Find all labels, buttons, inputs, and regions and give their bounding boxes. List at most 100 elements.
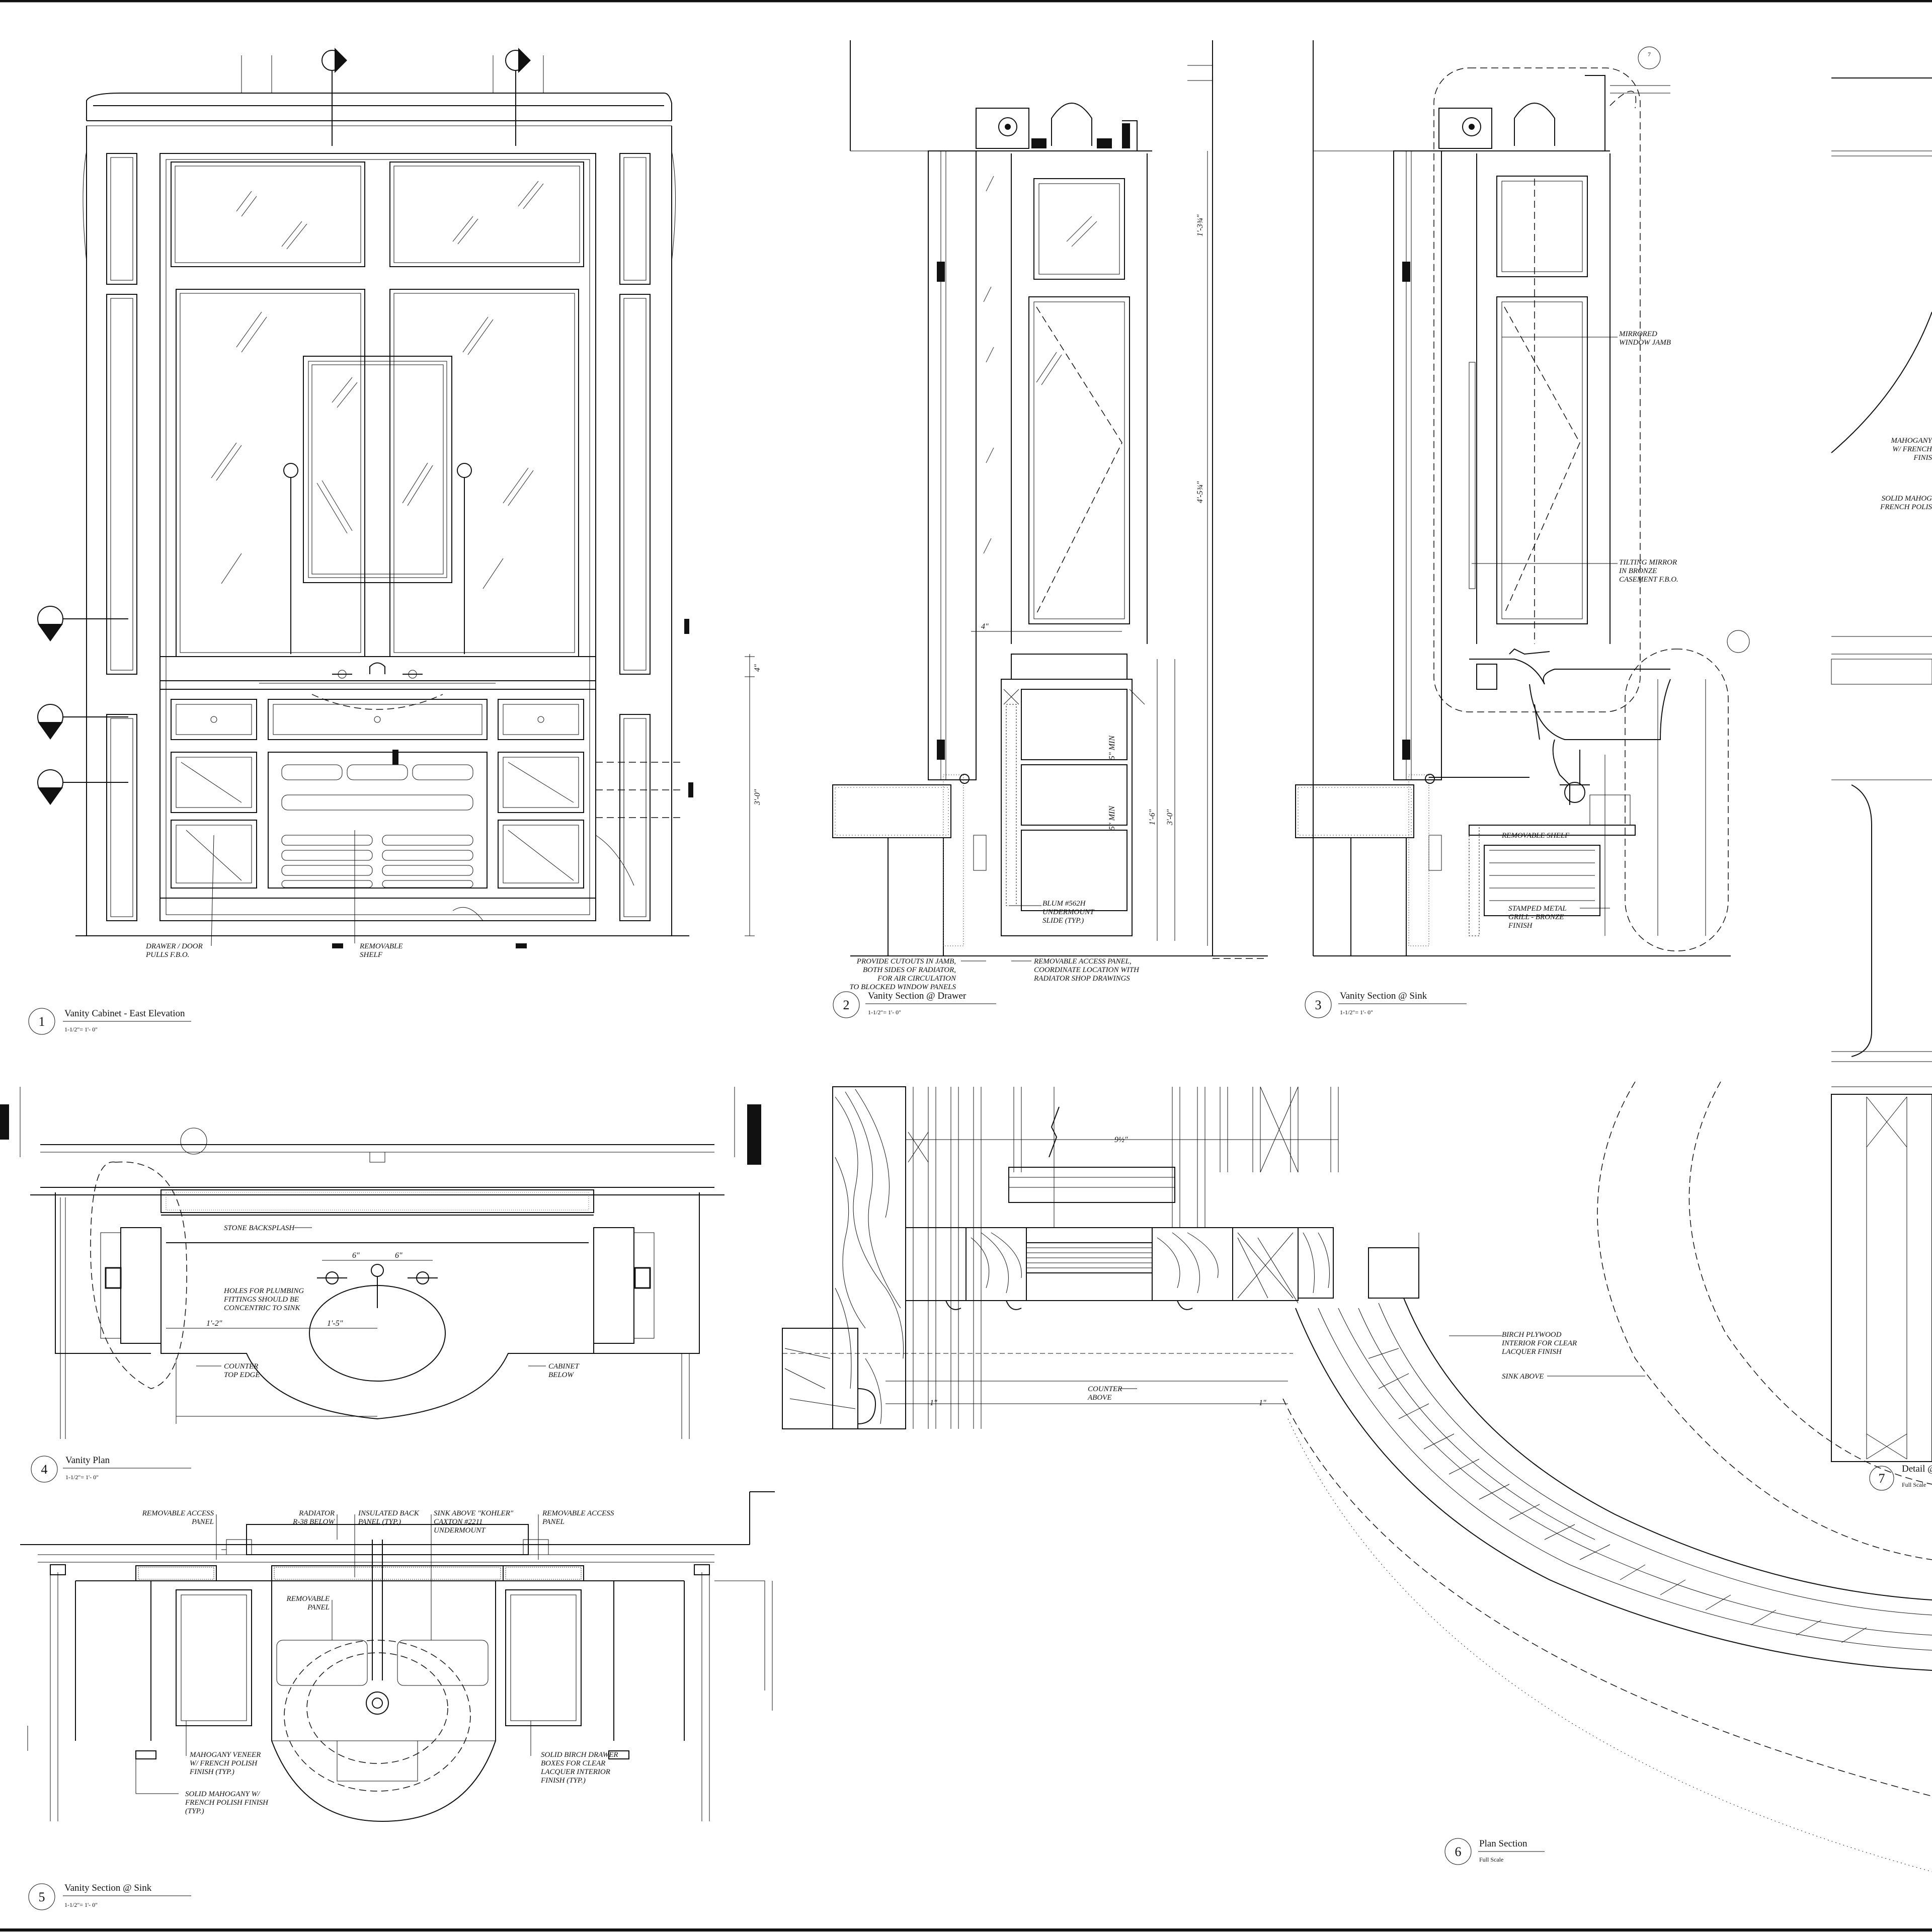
drawing-4-number: 4 (41, 1462, 48, 1477)
note-sink-above-3: UNDERMOUNT (434, 1526, 486, 1535)
drawing-2-number: 2 (843, 998, 850, 1012)
drawing-3-title: Vanity Section @ Sink (1340, 991, 1427, 1001)
note-mahogany-veneer-2: W/ FRENCH POLISH (190, 1759, 258, 1767)
note-radiator-1: RADIATOR (298, 1509, 335, 1517)
drawing-5-title: Vanity Section @ Sink (64, 1883, 152, 1893)
drawing-3-section-sink: 7 MIRRORED WINDOW JAMB TILTING MIRROR (1295, 40, 1750, 1018)
note-cutouts-4: TO BLOCKED WINDOW PANELS (849, 983, 956, 991)
note-cutouts-2: BOTH SIDES OF RADIATOR, (863, 966, 956, 974)
note-insulated-1: INSULATED BACK (358, 1509, 420, 1517)
note-solid-mahog-2: FRENCH POLIS (1880, 503, 1932, 511)
note-drawer-pulls-1: DRAWER / DOOR (145, 942, 203, 950)
note-holes-1: HOLES FOR PLUMBING (223, 1287, 304, 1295)
note-solid-birch-2: BOXES FOR CLEAR (541, 1759, 605, 1767)
note-access-panel-2: COORDINATE LOCATION WITH (1034, 966, 1140, 974)
note-mahogany-1: MAHOGANY (1890, 437, 1932, 445)
drawing-4-vanity-plan: 6" 6" 1'-2" 1'-5" STONE BACKSPLASH HOLES… (0, 1087, 761, 1483)
note-radiator-2: R-38 BELOW (292, 1518, 335, 1526)
note-removable-shelf-3: REMOVABLE SHELF (1501, 832, 1570, 840)
note-solid-birch-3: LACQUER INTERIOR (540, 1768, 610, 1776)
dim-d2-4: 4" (981, 622, 989, 631)
note-sink-above-1: SINK ABOVE "KOHLER" (434, 1509, 514, 1517)
dim-height: 3'-0" (753, 789, 762, 806)
drawing-6-scale: Full Scale (1479, 1856, 1503, 1863)
dim-d4-1-5: 1'-5" (327, 1319, 343, 1328)
note-access-left-2: PANEL (191, 1518, 214, 1526)
note-mahogany-veneer-3: FINISH (TYP.) (189, 1768, 234, 1776)
drawing-7-scale: Full Scale (1902, 1481, 1926, 1488)
drawing-3-scale: 1-1/2"= 1'- 0" (1340, 1009, 1373, 1016)
drawing-2-section-drawer: 1'-3¾" 4'-5¾" 1'-6" 3'-0" 5" MIN 5" MIN … (832, 40, 1268, 1018)
drawing-1-number: 1 (39, 1014, 45, 1029)
note-removable-panel-2: PANEL (307, 1603, 330, 1612)
drawing-7-detail: MAHOGANY W/ FRENCH FINIS SOLID MAHOG FRE… (1831, 77, 1932, 1491)
drawing-5-section-sink: REMOVABLE ACCESS PANEL RADIATOR R-38 BEL… (20, 1491, 775, 1910)
drawing-1-scale: 1-1/2"= 1'- 0" (64, 1026, 98, 1033)
drawing-3-number: 3 (1315, 998, 1322, 1012)
note-solid-mahog-1: SOLID MAHOG (1882, 495, 1932, 503)
note-access-panel-1: REMOVABLE ACCESS PANEL, (1033, 957, 1132, 965)
note-cabinet-below-1: CABINET (548, 1362, 580, 1371)
note-stamped-1: STAMPED METAL (1508, 905, 1567, 913)
note-mahogany-3: FINIS (1913, 454, 1932, 462)
note-counter-top-2: TOP EDGE (224, 1371, 260, 1379)
note-birch-plywood-1: BIRCH PLYWOOD (1502, 1331, 1562, 1339)
note-removable-shelf-2: SHELF (360, 951, 383, 959)
drawing-6-plan-section: 9½" 1" 1" BIRCH PLYWOOD INTERIOR FOR CLE… (782, 1081, 1932, 1872)
dim-d2-3-0: 3'-0" (1166, 809, 1174, 826)
note-mirrored-2: WINDOW JAMB (1619, 339, 1671, 347)
note-removable-panel-1: REMOVABLE (286, 1595, 330, 1603)
note-solid-mahogany-2: FRENCH POLISH FINISH (185, 1799, 269, 1807)
note-holes-3: CONCENTRIC TO SINK (224, 1304, 300, 1312)
note-blum-1: BLUM #562H (1042, 900, 1086, 908)
drawing-7-number: 7 (1879, 1471, 1885, 1486)
dim-d4-1-2: 1'-2" (206, 1319, 222, 1328)
drawing-1-elevation: 3'-0" 4" DRAWER / DOOR PULLS F.B.O. REMO… (28, 48, 762, 1035)
note-removable-shelf-1: REMOVABLE (359, 942, 403, 950)
drawing-6-title: Plan Section (1479, 1838, 1527, 1849)
detail-ref-num: 7 (1648, 51, 1651, 58)
note-stone-backsplash: STONE BACKSPLASH (224, 1224, 295, 1232)
note-tilting-1: TILTING MIRROR (1619, 558, 1677, 567)
note-insulated-2: PANEL (TYP.) (358, 1518, 401, 1526)
note-sink-above-2: CAXTON #2211 (434, 1518, 482, 1526)
drawing-1-title: Vanity Cabinet - East Elevation (64, 1008, 185, 1019)
note-counter-top-1: COUNTER (224, 1362, 258, 1371)
note-counter-above-2: ABOVE (1087, 1394, 1111, 1402)
note-cutouts-3: FOR AIR CIRCULATION (877, 975, 956, 983)
note-holes-2: FITTINGS SHOULD BE (223, 1296, 299, 1304)
note-access-left-1: REMOVABLE ACCESS (142, 1509, 214, 1517)
dim-d6-9-half: 9½" (1114, 1136, 1128, 1144)
note-mahogany-veneer-1: MAHOGANY VENEER (189, 1751, 261, 1759)
note-cabinet-below-2: BELOW (548, 1371, 575, 1379)
note-drawer-pulls-2: PULLS F.B.O. (145, 951, 189, 959)
note-cutouts-1: PROVIDE CUTOUTS IN JAMB, (856, 957, 956, 965)
drawing-7-title: Detail @ (1902, 1464, 1932, 1474)
note-sink-above: SINK ABOVE (1502, 1373, 1544, 1381)
note-blum-2: UNDERMOUNT (1042, 908, 1095, 916)
drawing-2-title: Vanity Section @ Drawer (868, 991, 967, 1001)
dim-d2-mid: 4'-5¾" (1196, 481, 1204, 503)
note-solid-birch-4: FINISH (TYP.) (540, 1777, 586, 1785)
note-mahogany-2: W/ FRENCH (1892, 445, 1932, 453)
note-solid-mahogany-3: (TYP.) (185, 1807, 204, 1815)
drawing-6-number: 6 (1455, 1844, 1462, 1859)
dim-d4-6b: 6" (395, 1251, 403, 1260)
dim-top: 4" (753, 664, 762, 672)
note-solid-birch-1: SOLID BIRCH DRAWER (541, 1751, 618, 1759)
note-birch-plywood-3: LACQUER FINISH (1501, 1348, 1562, 1356)
note-mirrored-1: MIRRORED (1619, 330, 1657, 338)
note-blum-3: SLIDE (TYP.) (1042, 917, 1084, 925)
dim-d2-top: 1'-3¾" (1196, 214, 1204, 236)
note-access-right-2: PANEL (542, 1518, 565, 1526)
section-marker-icon (37, 48, 531, 805)
drawing-5-number: 5 (39, 1890, 45, 1904)
note-tilting-3: CASEMENT F.B.O. (1619, 576, 1678, 584)
note-stamped-3: FINISH (1508, 922, 1533, 930)
drawing-2-scale: 1-1/2"= 1'- 0" (868, 1009, 901, 1016)
dim-d2-min1: 5" MIN (1108, 735, 1116, 760)
note-solid-mahogany-1: SOLID MAHOGANY W/ (185, 1790, 261, 1798)
dim-d6-1b: 1" (1259, 1399, 1266, 1407)
note-tilting-2: IN BRONZE (1619, 567, 1657, 575)
